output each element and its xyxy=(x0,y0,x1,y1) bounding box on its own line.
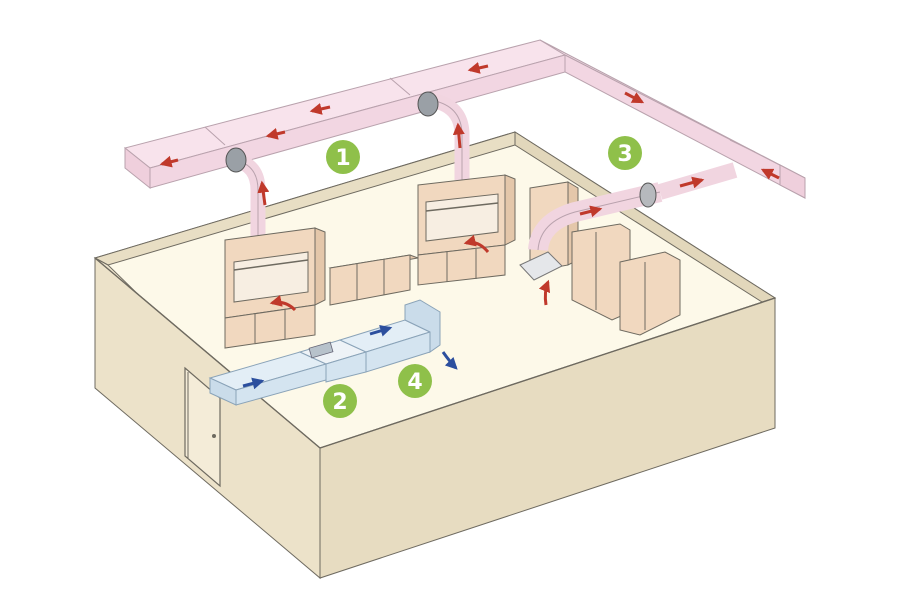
callout-3: 3 xyxy=(608,136,642,170)
duct-joint xyxy=(389,77,411,96)
red-arrow-icon xyxy=(159,155,179,168)
callout-1: 1 xyxy=(326,140,360,174)
red-arrow-icon xyxy=(269,294,297,312)
bench-cabinet xyxy=(328,254,420,306)
callout-label: 2 xyxy=(332,390,347,415)
fan-unit-1 xyxy=(225,147,247,173)
callout-badge xyxy=(326,140,360,174)
red-arrow-icon xyxy=(265,127,286,140)
hood-2-rail xyxy=(425,202,499,212)
red-arrow-icon xyxy=(309,103,331,115)
supply-diffuser xyxy=(404,299,441,353)
callout-label: 3 xyxy=(617,142,632,167)
red-arrow-icon xyxy=(452,122,465,149)
callout-badge xyxy=(398,364,432,398)
callout-badge xyxy=(323,384,357,418)
supply-air-system xyxy=(208,299,458,406)
duct-joint xyxy=(204,126,226,146)
blue-arrow-icon xyxy=(242,377,265,390)
hood-2-side xyxy=(504,174,516,246)
door[interactable] xyxy=(184,366,221,488)
red-arrow-icon xyxy=(467,62,489,74)
bench-front xyxy=(329,254,411,306)
callout-2: 2 xyxy=(323,384,357,418)
canopy-hood xyxy=(519,251,563,281)
fan-coil xyxy=(308,341,334,359)
callout-badge xyxy=(608,136,642,170)
hood-1-sash xyxy=(233,251,309,303)
callout-4: 4 xyxy=(398,364,432,398)
callout-label: 1 xyxy=(335,146,350,171)
canopy-duct-outline xyxy=(537,191,661,251)
red-arrow-icon xyxy=(463,234,490,253)
canopy-exhaust xyxy=(519,162,738,306)
fume-hood-2 xyxy=(417,91,516,286)
red-arrow-icon xyxy=(579,205,603,218)
door-handle[interactable] xyxy=(212,434,216,438)
callout-label: 4 xyxy=(407,370,422,395)
hood-2-cabinet xyxy=(417,244,506,286)
red-arrow-icon xyxy=(257,180,270,206)
blue-arrow-icon xyxy=(441,351,458,370)
red-arrow-icon xyxy=(538,279,551,306)
blue-arrow-icon xyxy=(369,325,393,337)
wall-top-rim xyxy=(94,257,776,449)
red-arrow-icon xyxy=(760,168,780,180)
fume-hood-1 xyxy=(224,147,326,349)
fan-unit-3 xyxy=(639,182,657,208)
storage-cabinet-3 xyxy=(619,251,681,336)
fan-unit-2 xyxy=(417,91,439,117)
red-arrow-icon xyxy=(679,176,705,189)
exhaust-duct-branch-end xyxy=(779,164,806,199)
exhaust-duct-network xyxy=(123,39,806,199)
red-arrow-icon xyxy=(624,91,645,104)
hood-1-rail xyxy=(233,259,309,271)
hood-1-side xyxy=(314,227,326,306)
duct-joint xyxy=(729,139,756,153)
